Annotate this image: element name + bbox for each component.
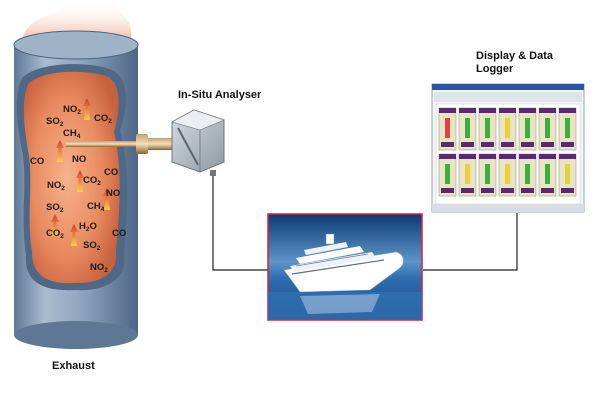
logger-tile-header [499,154,516,159]
logger-tile-bar [485,164,490,184]
gas-label-no-a: NO [72,154,86,165]
logger-tile-header [519,108,536,113]
gas-label-co-a: CO [30,156,44,167]
logger-tile-header [559,154,576,159]
exhaust-label: Exhaust [52,360,95,372]
logger-tile-bar [565,164,570,184]
gas-label-no2-b: NO2 [47,180,65,192]
logger-tile-footer [501,142,514,147]
logger-tile-bar [545,164,550,184]
logger-tile-header [539,154,556,159]
logger-tile-footer [521,142,534,147]
logger-label-line2: Logger [476,63,514,75]
logger-tile-bar [545,118,550,138]
logger-tile-bar [505,164,510,184]
gas-flow-arrow-icon [51,214,59,236]
gas-label-co2-b: CO2 [83,175,101,187]
logger-tile-header [539,108,556,113]
gas-flow-arrow-icon [83,98,91,120]
analyser-box-icon [171,109,225,176]
logger-tile-header [439,154,456,159]
logger-tile-header [459,154,476,159]
exhaust-pipe-icon [13,30,139,349]
logger-tile-bar [445,118,450,138]
logger-tile-bar [525,164,530,184]
analyser-label: In-Situ Analyser [178,89,262,101]
gas-label-co-c: CO [112,228,126,239]
ship-photo-icon [267,213,423,321]
gas-flow-arrow-icon [70,224,78,246]
gas-flow-arrow-icon [56,140,64,162]
cable-ship-to-logger [423,213,518,271]
logger-tile-header [459,108,476,113]
logger-tile-header [519,154,536,159]
logger-tile-bar [565,118,570,138]
logger-tile-bar [505,118,510,138]
logger-tile-bar [445,164,450,184]
logger-tile-header [559,108,576,113]
logger-screen-icon [431,83,585,213]
gas-label-no-b: NO [106,188,120,199]
logger-tile-footer [481,188,494,193]
logger-tile-header [479,154,496,159]
gas-flow-arrow-icon [103,188,111,210]
probe-icon [66,134,172,154]
logger-tile-bar [525,118,530,138]
gas-label-ch4-a: CH4 [63,128,81,140]
gas-label-co-b: CO [104,167,118,178]
logger-tile-header [479,108,496,113]
logger-label-line1: Display & Data [476,50,554,62]
logger-tile-header [439,108,456,113]
logger-tile-footer [461,142,474,147]
logger-label: Display & Data Logger [476,50,566,76]
cable-analyser-to-ship [212,176,270,271]
logger-tile-header [499,108,516,113]
gas-label-no2-c: NO2 [90,262,108,274]
logger-tile-footer [541,188,554,193]
logger-tile-footer [441,188,454,193]
logger-tile-bar [465,164,470,184]
gas-label-so2-a: SO2 [46,116,64,128]
gas-label-h2o: H2O [79,221,97,233]
gas-label-no2-a: NO2 [63,104,81,116]
logger-tiles [438,107,577,197]
logger-tile-footer [561,188,574,193]
gas-label-co2-a: CO2 [94,113,112,125]
logger-tile-bar [465,118,470,138]
gas-label-co2-c: CO2 [46,228,64,240]
logger-tile-footer [441,142,454,147]
logger-tile-bar [485,118,490,138]
logger-tile-footer [541,142,554,147]
logger-tile-footer [461,188,474,193]
logger-tile-footer [561,142,574,147]
logger-tile-footer [501,188,514,193]
logger-tile-footer [481,142,494,147]
gas-flow-arrow-icon [76,170,84,192]
gas-label-so2-b: SO2 [46,202,64,214]
gas-label-so2-c: SO2 [83,240,101,252]
gas-label-ch4-b: CH4 [87,201,105,213]
logger-tile-footer [521,188,534,193]
